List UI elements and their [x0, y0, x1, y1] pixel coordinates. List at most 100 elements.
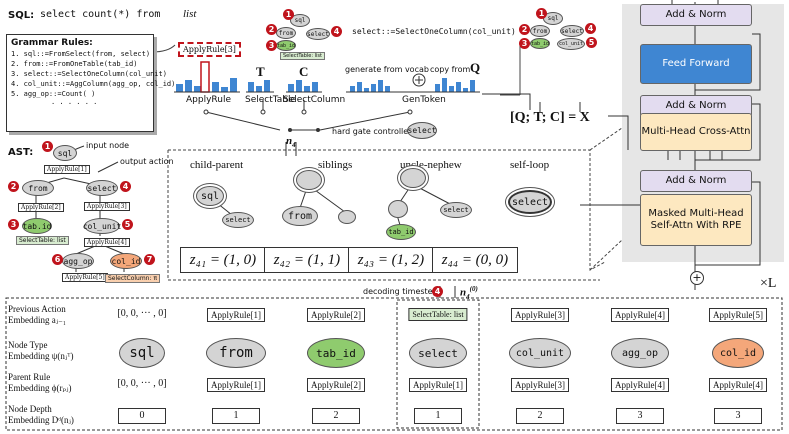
ast-select-column: SelectColumn: π — [105, 274, 161, 283]
z43-cell: z₄₃ = (1, 2) — [348, 247, 434, 273]
sql-table: list — [183, 8, 197, 20]
col3-depth: 1 — [414, 408, 462, 424]
self-attn-block: Masked Multi-Head Self-Attn With RPE — [640, 194, 752, 246]
ast-node-from: from — [22, 180, 54, 196]
ast-badge-5: 5 — [122, 219, 133, 230]
top-node-select: select — [306, 28, 330, 40]
ast-node-tab-id: tab.id — [22, 218, 52, 234]
ast-select-table: SelectTable: list — [16, 236, 69, 245]
add-norm-top: Add & Norm — [640, 4, 752, 26]
top-table-note: SelectTable: list — [280, 52, 325, 60]
col4-node: col_unit — [509, 338, 571, 368]
n4-label: n4 — [286, 135, 296, 150]
applyrule-selected-box: ApplyRule[3] — [178, 42, 241, 57]
t-symbol: T — [256, 64, 265, 79]
rel-node-tab-id: tab_id — [386, 224, 416, 240]
rel-node-parent-2 — [296, 170, 322, 190]
right-badge-4: 4 — [585, 23, 596, 34]
col3-parent: ApplyRule[1] — [409, 378, 467, 392]
col4-depth: 2 — [516, 408, 564, 424]
col1-depth: 1 — [212, 408, 260, 424]
decoding-timestep-label: decoding timestep — [363, 287, 438, 296]
col3-node: select — [409, 338, 467, 368]
col5-depth: 3 — [616, 408, 664, 424]
ast-action-1: ApplyRule[1] — [44, 165, 90, 174]
top-badge-4: 4 — [331, 26, 342, 37]
grammar-title: Grammar Rules: — [11, 38, 93, 48]
residual-add-icon: + — [690, 271, 704, 285]
col0-parent: [0, 0, ··· , 0] — [117, 378, 167, 389]
feed-forward-block: Feed Forward — [640, 44, 752, 84]
right-node-from: from — [530, 25, 550, 37]
col6-node: col_id — [712, 338, 764, 368]
rel-node-uncle — [400, 168, 426, 188]
col5-node: agg_op — [611, 338, 669, 368]
ast-badge-3: 3 — [8, 219, 19, 230]
col6-parent: ApplyRule[4] — [709, 378, 767, 392]
ast-action-2: ApplyRule[2] — [18, 203, 64, 212]
qtc-equation: [Q; T; C] = X — [510, 110, 590, 125]
top-node-from: from — [276, 27, 296, 39]
col0-node: sql — [119, 338, 165, 368]
select-column-label: SelectColumn — [283, 95, 346, 105]
ast-label: AST: — [8, 147, 34, 158]
rel-node-select-3: select — [440, 202, 472, 218]
top-node-tab: tab_id — [276, 40, 296, 51]
right-badge-3: 3 — [519, 38, 530, 49]
generate-from-vocab-label: generate from vocab — [345, 65, 429, 74]
ast-badge-4: 4 — [120, 181, 131, 192]
rel-node-parent-3 — [388, 200, 408, 218]
n40-label: n4(0) — [460, 285, 478, 301]
relation-siblings: siblings — [318, 159, 353, 171]
col3-action: SelectTable: list — [408, 308, 468, 321]
grammar-rules-box: Grammar Rules: 1. sql::=FromSelect(from,… — [6, 34, 175, 132]
rel-node-sibling — [338, 210, 356, 224]
col1-action: ApplyRule[1] — [207, 308, 265, 322]
times-l-label: ×L — [760, 276, 777, 291]
col2-parent: ApplyRule[2] — [307, 378, 365, 392]
right-node-tab: tab_id — [530, 38, 550, 49]
timestep-badge: 4 — [432, 286, 443, 297]
col1-parent: ApplyRule[1] — [207, 378, 265, 392]
gate-node-select: select — [407, 122, 437, 139]
z44-cell: z₄₄ = (0, 0) — [432, 247, 518, 273]
col6-depth: 3 — [714, 408, 762, 424]
right-node-select: select — [560, 25, 584, 37]
right-badge-1: 1 — [536, 8, 547, 19]
grammar-rule: 2. from::=FromOneTable(tab_id) — [11, 60, 138, 68]
col4-action: ApplyRule[3] — [511, 308, 569, 322]
select-table-label: SelectTable — [245, 95, 297, 105]
ast-badge-6: 6 — [52, 254, 63, 265]
relation-self-loop: self-loop — [510, 159, 550, 171]
sql-prefix: SQL: — [8, 10, 35, 21]
input-node-note: input node — [86, 141, 130, 150]
apply-rule-label: ApplyRule — [186, 95, 231, 105]
output-action-note: output action — [120, 157, 174, 166]
rel-node-from: from — [282, 206, 318, 226]
z41-cell: z₄₁ = (1, 0) — [180, 247, 266, 273]
col4-parent: ApplyRule[3] — [511, 378, 569, 392]
copy-from-label: copy from — [430, 65, 471, 74]
rel-node-select-1: select — [222, 212, 254, 228]
col5-action: ApplyRule[4] — [611, 308, 669, 322]
ast-badge-7: 7 — [144, 254, 155, 265]
right-badge-5: 5 — [586, 37, 597, 48]
z42-cell: z₄₂ = (1, 1) — [264, 247, 350, 273]
relation-child-parent: child-parent — [190, 159, 244, 171]
ast-action-4: ApplyRule[4] — [84, 238, 130, 247]
q-symbol: Q — [470, 60, 481, 75]
rel-node-sql: sql — [196, 186, 224, 206]
cross-attn-block: Multi-Head Cross-Attn — [640, 113, 752, 151]
col6-action: ApplyRule[5] — [709, 308, 767, 322]
sql-query: select count(*) from — [40, 9, 161, 20]
top-node-sql: sql — [290, 14, 310, 27]
ast-badge-1: 1 — [42, 141, 53, 152]
col0-action: [0, 0, ··· , 0] — [117, 308, 167, 319]
col1-node: from — [206, 338, 266, 368]
col2-depth: 2 — [312, 408, 360, 424]
right-badge-2: 2 — [519, 24, 530, 35]
